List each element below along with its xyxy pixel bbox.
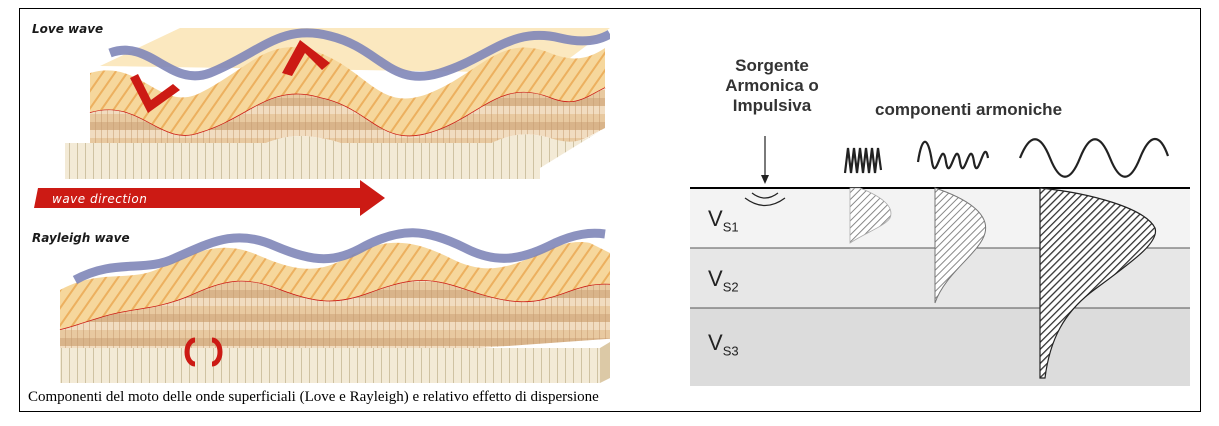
source-label-line3: Impulsiva bbox=[732, 96, 812, 115]
rayleigh-wave-title: Rayleigh wave bbox=[32, 231, 130, 245]
profile-mid-frequency bbox=[934, 187, 987, 304]
layer-label-vs3: VS3 bbox=[708, 330, 739, 359]
low-frequency-wave-icon bbox=[1018, 137, 1170, 178]
wave-direction-arrow bbox=[34, 180, 385, 216]
dispersion-diagram: Sorgente Armonica o Impulsiva componenti… bbox=[690, 48, 1190, 386]
layer-label-vs1: VS1 bbox=[708, 206, 739, 235]
source-wavefront-icon bbox=[751, 192, 779, 199]
source-label: Sorgente Armonica o Impulsiva bbox=[712, 56, 832, 116]
wave-block-diagrams: Love wave wave direction Rayleigh wave bbox=[30, 18, 621, 383]
rayleigh-motion-right-icon bbox=[211, 337, 223, 367]
components-title: componenti armoniche bbox=[875, 100, 1063, 119]
source-label-line2: Armonica o bbox=[725, 76, 819, 95]
rayleigh-wave-block bbox=[59, 228, 621, 383]
love-wave-title: Love wave bbox=[32, 22, 104, 36]
wave-illustration bbox=[34, 28, 621, 383]
figure-caption: Componenti del moto delle onde superfici… bbox=[28, 389, 599, 405]
mid-frequency-wave-icon bbox=[916, 140, 990, 170]
dispersion-svg bbox=[690, 136, 1190, 386]
layer-vs3 bbox=[690, 308, 1190, 386]
love-wave-block bbox=[65, 28, 613, 179]
love-arrow-down-icon bbox=[130, 74, 180, 113]
wave-direction-label: wave direction bbox=[52, 192, 148, 206]
profile-low-frequency bbox=[1039, 187, 1157, 379]
rayleigh-motion-left-icon bbox=[184, 337, 196, 367]
profile-high-frequency bbox=[849, 187, 892, 244]
layer-label-vs2: VS2 bbox=[708, 266, 739, 295]
high-frequency-wave-icon bbox=[843, 147, 883, 174]
source-label-line1: Sorgente bbox=[735, 56, 809, 75]
love-arrow-up-icon bbox=[282, 40, 330, 76]
